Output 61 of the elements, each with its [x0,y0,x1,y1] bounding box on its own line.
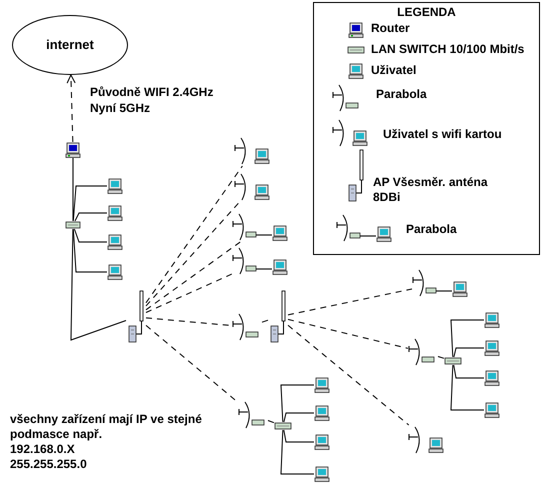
cable-line [283,412,314,422]
access-point-icon [126,290,146,344]
cable-line [453,348,484,358]
legend-label: AP Všesměr. anténa 8DBi [373,175,489,205]
computer-icon [107,264,123,280]
switch-icon [274,422,292,430]
legend-label: LAN SWITCH 10/100 Mbit/s [371,42,526,57]
cable-line [74,228,108,242]
cable-line [72,158,74,222]
computer-icon [314,434,330,450]
legend-label: Uživatel s wifi kartou [383,127,503,142]
cable-line [70,228,126,341]
cable-line [450,320,484,358]
router-icon [65,142,81,158]
computer-icon [484,312,500,328]
legend-label: Uživatel [371,63,418,78]
computer-icon [484,370,500,386]
cable-line [268,420,274,424]
dashed-link [288,318,408,349]
dish-antenna-icon [232,246,290,276]
computer-icon [314,377,330,393]
legend-title: LEGENDA [396,5,457,20]
dashed-link [288,288,412,316]
cable-line [72,228,108,272]
computer-icon [484,340,500,356]
dish-antenna-icon [232,212,290,242]
note-text: všechny zařízení mají IP ve stejné podmasce např. [10,412,203,442]
note-text: 255.255.255.0 [10,457,88,472]
legend-label: Parabola [376,87,428,102]
switch-icon [65,221,81,229]
dashed-link [146,202,240,306]
computer-icon [107,234,123,250]
cable-line [450,364,484,410]
computer-icon [107,178,123,194]
switch-icon [444,357,462,365]
note-text: 192.168.0.X [10,442,76,457]
computer-icon [484,402,500,418]
cable-line [74,212,108,222]
node-label: internet [46,36,94,54]
dashed-link [146,274,232,313]
legend-label: Parabola [406,222,458,237]
computer-icon [107,205,123,221]
computer-icon [314,466,330,482]
cable-line [72,186,108,222]
dish-antenna-icon [412,268,470,298]
dashed-link [66,74,76,142]
cable-line [438,356,444,359]
legend-label: Router [371,21,411,36]
dish-antenna-icon [234,136,272,166]
cable-line [280,430,314,474]
cable-line [453,364,484,378]
cable-line [283,430,314,442]
dashed-link [146,166,243,304]
cable-line [262,320,268,323]
dashed-link [288,324,410,426]
access-point-icon [268,290,288,344]
dish-antenna-icon [408,425,446,455]
dashed-link [146,242,241,310]
dish-antenna-icon [234,172,272,202]
computer-icon [314,405,330,421]
cable-line [280,384,314,422]
